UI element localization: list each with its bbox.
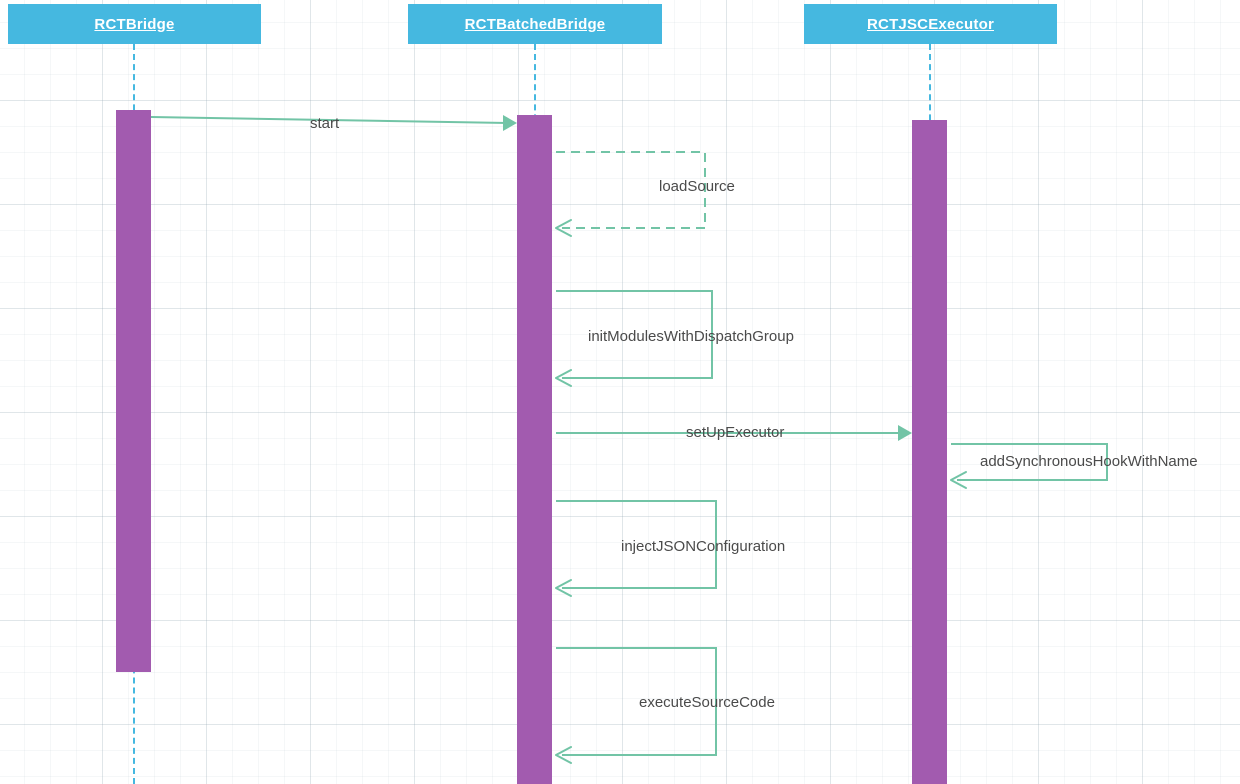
participant-box-bridge[interactable]: RCTBridge <box>8 4 261 44</box>
message-arrow-injectjsonconfiguration <box>555 500 717 597</box>
message-label-addsynchronoushookwithname: addSynchronousHookWithName <box>980 453 1198 470</box>
participant-box-jscexecutor[interactable]: RCTJSCExecutor <box>804 4 1057 44</box>
message-label-injectjsonconfiguration: injectJSONConfiguration <box>621 538 786 555</box>
message-arrow-loadsource <box>555 151 706 237</box>
message-arrow-addsynchronoushookwithname <box>950 443 1108 489</box>
message-label-initmoduleswithdispatchgroup: initModulesWithDispatchGroup <box>588 328 794 345</box>
message-arrow-executesourcecode <box>555 647 717 764</box>
participant-box-batchedbridge[interactable]: RCTBatchedBridge <box>408 4 662 44</box>
message-label-setupexecutor: setUpExecutor <box>686 424 785 441</box>
message-arrow-setupexecutor <box>556 425 912 441</box>
message-label-start: start <box>310 115 340 132</box>
activation-bar-jscexecutor <box>912 120 947 784</box>
message-label-executesourcecode: executeSourceCode <box>639 694 775 711</box>
participant-label-batchedbridge: RCTBatchedBridge <box>464 15 606 33</box>
participant-label-bridge: RCTBridge <box>94 15 175 33</box>
message-arrow-start <box>150 115 517 131</box>
activation-bar-bridge <box>116 110 151 672</box>
message-label-loadsource: loadSource <box>659 178 735 195</box>
activation-bar-batchedbridge <box>517 115 552 784</box>
participant-label-jscexecutor: RCTJSCExecutor <box>867 15 994 33</box>
message-arrow-initmoduleswithdispatchgroup <box>555 290 713 387</box>
